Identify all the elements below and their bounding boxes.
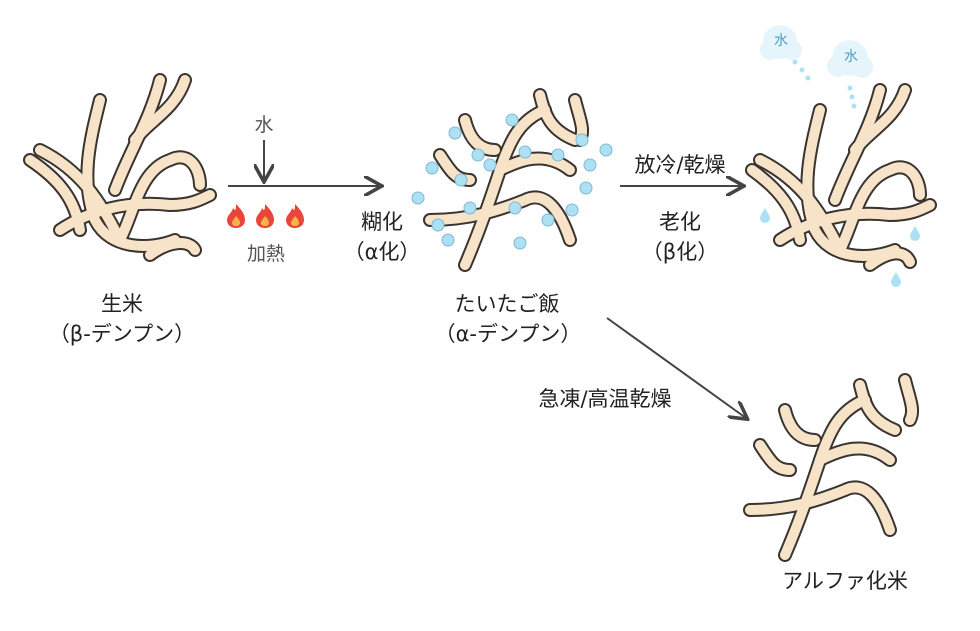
water-drops	[760, 59, 920, 287]
retrograded-rice-starch-illustration	[745, 25, 937, 287]
cooked-rice-starch-illustration	[411, 88, 613, 272]
flame-icon	[256, 204, 274, 228]
raw-rice-sub-label: （β-デンプン）	[48, 322, 196, 346]
water-label: 水	[254, 114, 274, 136]
freeze-dry-arrow	[606, 317, 746, 418]
flame-icons	[227, 204, 304, 228]
alpha-rice-label: アルファ化米	[782, 569, 908, 593]
cooked-rice-label: たいたご飯	[454, 292, 560, 316]
raw-rice-label: 生米	[101, 292, 143, 316]
raw-rice-starch-illustration	[23, 73, 217, 262]
water-cloud-label-2: 水	[844, 49, 858, 65]
alpha-rice-starch-illustration	[743, 373, 920, 562]
evaporating-water-cloud-1	[760, 25, 802, 60]
gelatinization-label: 糊化	[361, 210, 403, 234]
cooked-rice-sub-label: （α-デンプン）	[434, 322, 582, 346]
flame-icon	[286, 204, 304, 228]
freeze-dry-label: 急凍/高温乾燥	[538, 387, 672, 411]
evaporating-water-cloud-2	[827, 40, 873, 78]
heating-label: 加熱	[246, 243, 285, 265]
gelatinization-sub-label: （α化）	[343, 240, 421, 264]
cooling-label: 放冷/乾燥	[634, 153, 726, 177]
retrogradation-label: 老化	[659, 210, 701, 234]
water-dots	[411, 113, 613, 250]
water-cloud-label-1: 水	[774, 33, 788, 49]
retrogradation-sub-label: （β化）	[641, 240, 719, 264]
flame-icon	[227, 204, 245, 228]
